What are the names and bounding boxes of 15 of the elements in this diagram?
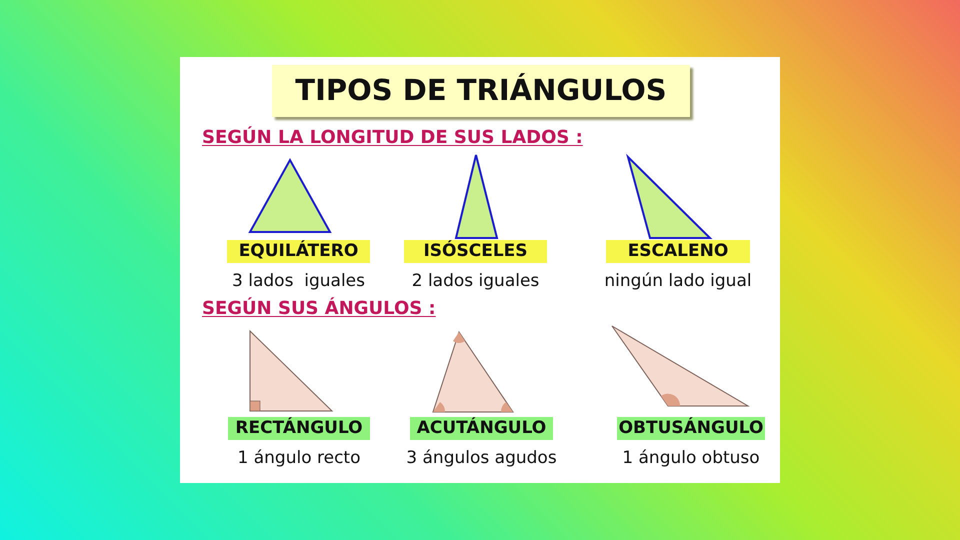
section-heading: SEGÚN LA LONGITUD DE SUS LADOS : <box>202 125 583 150</box>
description: 3 ángulos agudos <box>405 447 558 470</box>
description: 1 ángulo obtuso <box>621 447 761 470</box>
type-label: OBTUSÁNGULO <box>617 417 765 440</box>
description: 1 ángulo recto <box>236 447 362 470</box>
type-label: RECTÁNGULO <box>228 417 370 440</box>
type-label: ESCALENO <box>606 240 750 263</box>
type-label: EQUILÁTERO <box>227 240 370 263</box>
description: 2 lados iguales <box>410 270 540 293</box>
title: TIPOS DE TRIÁNGULOS <box>272 65 690 117</box>
description: ningún lado igual <box>603 270 753 293</box>
section-heading: SEGÚN SUS ÁNGULOS : <box>202 296 436 321</box>
type-label: ACUTÁNGULO <box>410 417 553 440</box>
type-label: ISÓSCELES <box>404 240 547 263</box>
description: 3 lados iguales <box>231 270 366 293</box>
